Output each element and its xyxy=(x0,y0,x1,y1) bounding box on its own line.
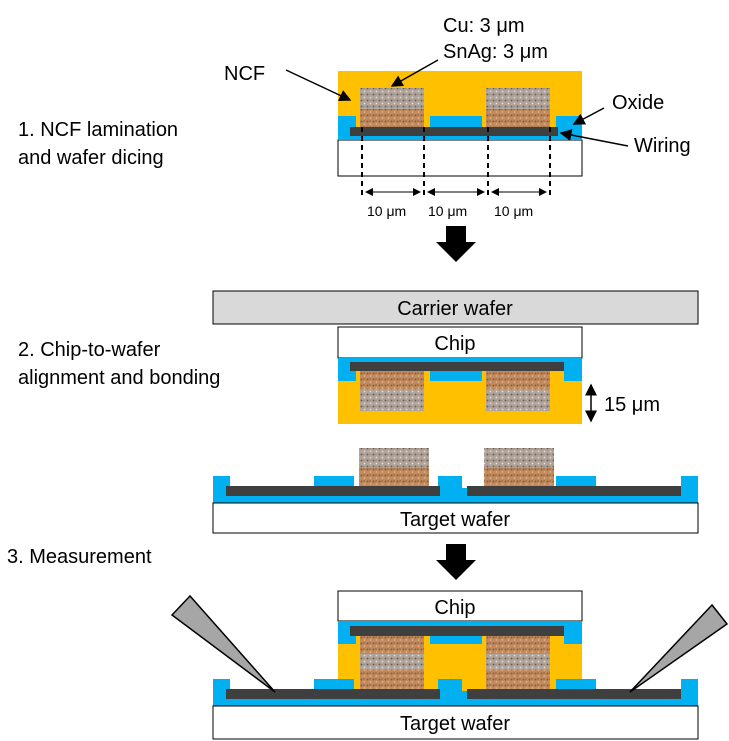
chip-label-step3: Chip xyxy=(434,597,475,619)
target-wafer-step2-stack xyxy=(213,448,698,503)
target-wafer-step2 xyxy=(212,502,699,534)
snag-cap xyxy=(360,88,424,111)
cu-pillar xyxy=(486,109,550,127)
oxide-step xyxy=(430,116,482,128)
wiring-line xyxy=(467,689,681,699)
wiring-line xyxy=(350,626,564,636)
snag-cap xyxy=(360,389,424,411)
wiring-line xyxy=(467,486,681,496)
snag-pointer xyxy=(390,59,439,87)
cu-label: Cu: 3 μm xyxy=(443,15,525,37)
cu-pillar xyxy=(360,371,424,391)
oxide-pointer xyxy=(572,107,605,125)
chip-step3 xyxy=(337,590,583,622)
step2-title-line2: alignment and bonding xyxy=(18,367,220,389)
down-arrow-icon xyxy=(436,544,476,580)
cu-pillar xyxy=(486,371,550,391)
wiring-line xyxy=(226,689,440,699)
dimension-label-1: 10 μm xyxy=(367,203,406,219)
dimension-label-3: 10 μm xyxy=(494,203,533,219)
chip-step2 xyxy=(337,326,583,359)
snag-label: SnAg: 3 μm xyxy=(443,41,548,63)
ncf-label: NCF xyxy=(224,63,265,85)
wiring-pointer xyxy=(559,129,629,147)
carrier-wafer xyxy=(212,290,699,325)
wiring-line xyxy=(350,127,558,136)
flipped-chip-stack xyxy=(338,358,582,424)
snag-cap xyxy=(486,389,550,411)
target-wafer-label-step2: Target wafer xyxy=(400,509,510,531)
target-wafer-label-step3: Target wafer xyxy=(400,713,510,735)
step2-title-line1: 2. Chip-to-wafer xyxy=(18,339,161,361)
cu-pillar xyxy=(360,109,424,127)
ncf-pointer xyxy=(285,69,352,101)
bonded-stack xyxy=(213,621,698,706)
wafer-substrate xyxy=(337,139,583,177)
oxide-label: Oxide xyxy=(612,92,664,114)
oxide-step xyxy=(338,116,356,128)
step1-title-line2: and wafer dicing xyxy=(18,147,164,169)
dimension-label-2: 10 μm xyxy=(428,203,467,219)
down-arrow-icon xyxy=(436,226,476,262)
snag-cap xyxy=(486,88,550,111)
target-wafer-step3 xyxy=(212,705,699,740)
step3-title: 3. Measurement xyxy=(7,546,152,568)
carrier-wafer-label: Carrier wafer xyxy=(397,298,513,320)
probe-needle-icon xyxy=(170,594,276,693)
probe-needle-icon xyxy=(629,603,729,693)
step1-title-line1: 1. NCF lamination xyxy=(18,119,178,141)
step1-structure xyxy=(337,71,583,198)
height-label: 15 μm xyxy=(604,394,660,416)
wiring-line xyxy=(350,362,564,371)
wiring-label: Wiring xyxy=(634,135,691,157)
chip-label-step2: Chip xyxy=(434,333,475,355)
wiring-line xyxy=(226,486,440,496)
